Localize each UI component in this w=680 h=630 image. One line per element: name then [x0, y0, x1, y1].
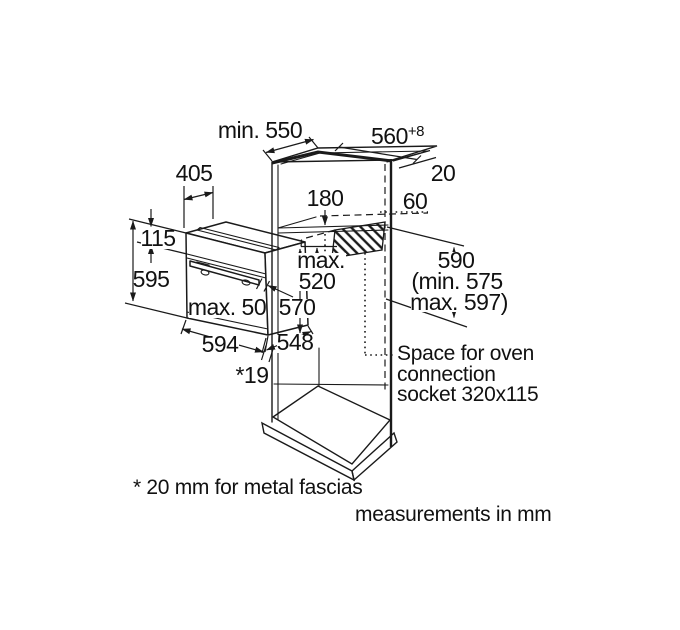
dim-590-label: 590 — [438, 247, 475, 273]
oven-door-top-line — [186, 257, 267, 279]
dimension-labels: min. 550 560+8 20 405 180 60 115 595 max… — [133, 117, 509, 388]
dim-570-label: 570 — [279, 294, 316, 320]
dim-520-label-line1: max. — [297, 247, 345, 273]
dim-595-label: 595 — [133, 266, 170, 292]
dim-520-label-line2: 520 — [299, 268, 336, 294]
socket-note-line2: connection — [397, 363, 496, 386]
dim-max50-arrow — [267, 284, 294, 298]
dim-520-label-bg — [296, 253, 346, 291]
dim-595-ext — [124, 302, 188, 319]
dim-min550-label: min. 550 — [218, 117, 302, 143]
cabinet-plinth-front — [261, 421, 356, 482]
dim-548-label-bg — [277, 335, 314, 353]
dim-570-label-bg — [280, 299, 314, 318]
oven-handle-lug-right — [241, 279, 251, 286]
cabinet-top-front-edge — [271, 150, 393, 165]
socket-note-line1: Space for oven — [397, 342, 534, 365]
dim-405-label: 405 — [176, 160, 213, 186]
oven-panel-line — [186, 253, 267, 275]
dim-590-label-bg — [411, 252, 508, 312]
dim-min550-line — [265, 138, 314, 154]
dim-405-ext — [183, 186, 214, 228]
dim-115-label-bg — [141, 231, 175, 249]
socket-leader-dotted — [364, 253, 394, 356]
dim-115-label: 115 — [140, 225, 175, 251]
dim-590-max-label: max. 597) — [410, 289, 508, 315]
dim-20-ticks — [392, 149, 437, 169]
dim-180-label: 180 — [307, 185, 344, 211]
dim-590-ext — [385, 226, 468, 328]
cabinet-bottom-back-line — [273, 383, 389, 386]
socket-note-line3: socket 320x115 — [397, 383, 538, 406]
units-note: measurements in mm — [355, 503, 552, 526]
dim-19-ticks — [260, 345, 275, 363]
cabinet-shelf-hidden-back — [319, 212, 429, 217]
dim-594-label: 594 — [202, 331, 240, 357]
dim-560-label: 560+8 — [371, 123, 424, 149]
dim-19-label: *19 — [235, 362, 268, 388]
dim-max50-label: max. 50 — [188, 294, 266, 320]
oven-handle-lug-left — [200, 269, 210, 276]
dim-548-label: 548 — [277, 329, 314, 355]
socket-hatched-area — [331, 221, 386, 259]
cabinet-plinth-side — [351, 431, 398, 482]
dim-max50-ticks — [255, 278, 271, 292]
cabinet-floor — [271, 385, 392, 465]
dim-594-label-bg — [202, 337, 239, 355]
dim-590-min-label: (min. 575 — [411, 268, 502, 294]
dim-max50-label-bg — [189, 299, 265, 318]
oven-top-step-line — [196, 229, 277, 251]
fascia-footnote: * 20 mm for metal fascias — [133, 476, 362, 499]
dim-60-label: 60 — [403, 188, 428, 214]
text-notes: Space for oven connection socket 320x115… — [133, 342, 552, 526]
dim-20-label: 20 — [431, 160, 456, 186]
dim-405-line — [183, 191, 214, 201]
